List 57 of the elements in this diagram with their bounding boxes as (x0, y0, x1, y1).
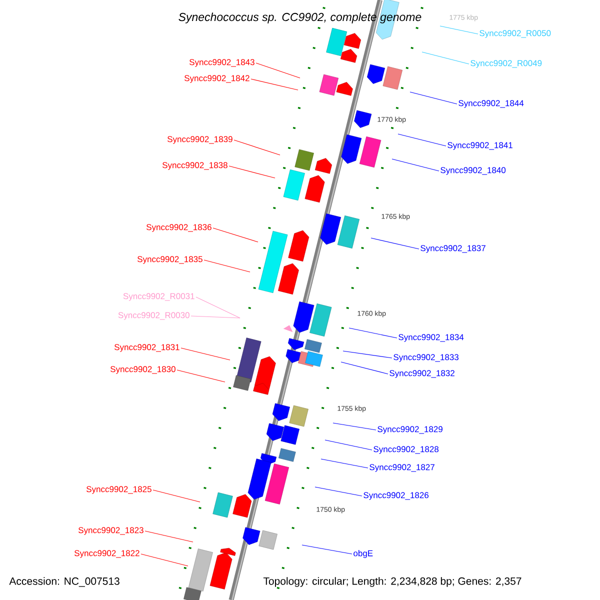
gene-label: Syncc9902_1830 (110, 366, 176, 374)
gene-label: Syncc9902_R0031 (123, 293, 194, 301)
gene-label: Syncc9902_1835 (138, 256, 202, 264)
gene-label: Syncc9902_1829 (378, 426, 442, 434)
gene-label: Syncc9902_R0030 (118, 312, 190, 320)
gene-label: Syncc9902_R0049 (470, 60, 542, 68)
leader-line (302, 544, 352, 554)
gene-label: Syncc9902_1841 (448, 142, 512, 150)
gene-label: Syncc9902_R0050 (480, 30, 551, 38)
leader-line (212, 228, 258, 242)
gene-label: Syncc9902_1822 (74, 550, 140, 558)
leader-line (440, 26, 478, 34)
footer-text: Accession: NC_007513 (9, 577, 120, 587)
leader-line (370, 238, 420, 250)
leader-line (410, 92, 458, 104)
gene-label: Syncc9902_1832 (390, 370, 454, 378)
gene-label: obgE (354, 550, 373, 558)
leader-line (256, 62, 300, 78)
leader-line (422, 52, 470, 64)
gene-label: Syncc9902_1834 (398, 334, 464, 342)
leader-line (176, 370, 226, 382)
gene-label: Syncc9902_1842 (184, 75, 250, 83)
leader-line (152, 490, 200, 502)
leader-line (204, 260, 250, 272)
gene-label: Syncc9902_1827 (370, 464, 434, 472)
gene-label: Syncc9902_1826 (364, 492, 429, 500)
leader-line (190, 316, 240, 318)
leader-line (250, 78, 298, 90)
gene-label: Syncc9902_1843 (190, 59, 254, 67)
leader-line (180, 348, 230, 360)
leader-line (392, 158, 440, 172)
leader-line (140, 554, 188, 566)
title: Synechococcus sp. CC9902, complete genome (178, 12, 422, 24)
gene-label: Syncc9902_1837 (420, 245, 486, 253)
gene-label: Syncc9902_1838 (162, 162, 228, 170)
leader-line (348, 328, 398, 338)
gene-label: Syncc9902_1844 (458, 100, 524, 108)
leader-line (196, 296, 240, 318)
gene-label: Syncc9902_1833 (394, 354, 459, 362)
leader-line (228, 166, 276, 178)
gene-label: Syncc9902_1828 (374, 446, 439, 454)
gene-label: Syncc9902_1831 (114, 344, 180, 352)
leader-line (332, 422, 376, 430)
leader-line (320, 458, 368, 468)
leader-line (314, 486, 362, 496)
leader-line (398, 134, 446, 146)
leader-line (234, 140, 280, 156)
gene-label: Syncc9902_1836 (146, 224, 212, 232)
gene-label: Syncc9902_1839 (168, 136, 232, 144)
gene-label: Syncc9902_1825 (86, 486, 152, 494)
gene-label: Syncc9902_1840 (440, 167, 506, 175)
leader-line (144, 530, 194, 542)
leader-line (340, 362, 388, 374)
leader-line (342, 350, 392, 358)
gene-label: Syncc9902_1823 (78, 527, 144, 535)
leader-line (324, 440, 372, 450)
footer-text: Topology: circular; Length: 2,234,828 bp; Genes: 2,357 (263, 577, 522, 587)
